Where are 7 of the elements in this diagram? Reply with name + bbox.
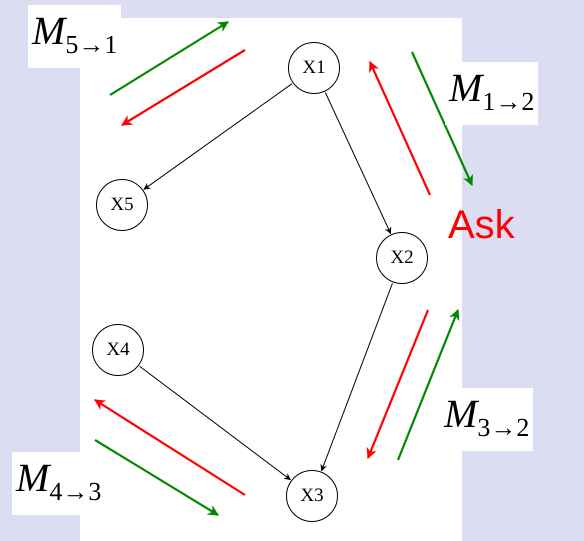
- arrow: [320, 282, 393, 472]
- message-label: M$_{5→1}$: [28, 5, 122, 68]
- message-label: M$_{1→2}$: [445, 62, 538, 126]
- status-label: Ask: [448, 205, 515, 245]
- arrow: [139, 366, 291, 480]
- arrow: [324, 92, 392, 234]
- arrow: [143, 83, 293, 190]
